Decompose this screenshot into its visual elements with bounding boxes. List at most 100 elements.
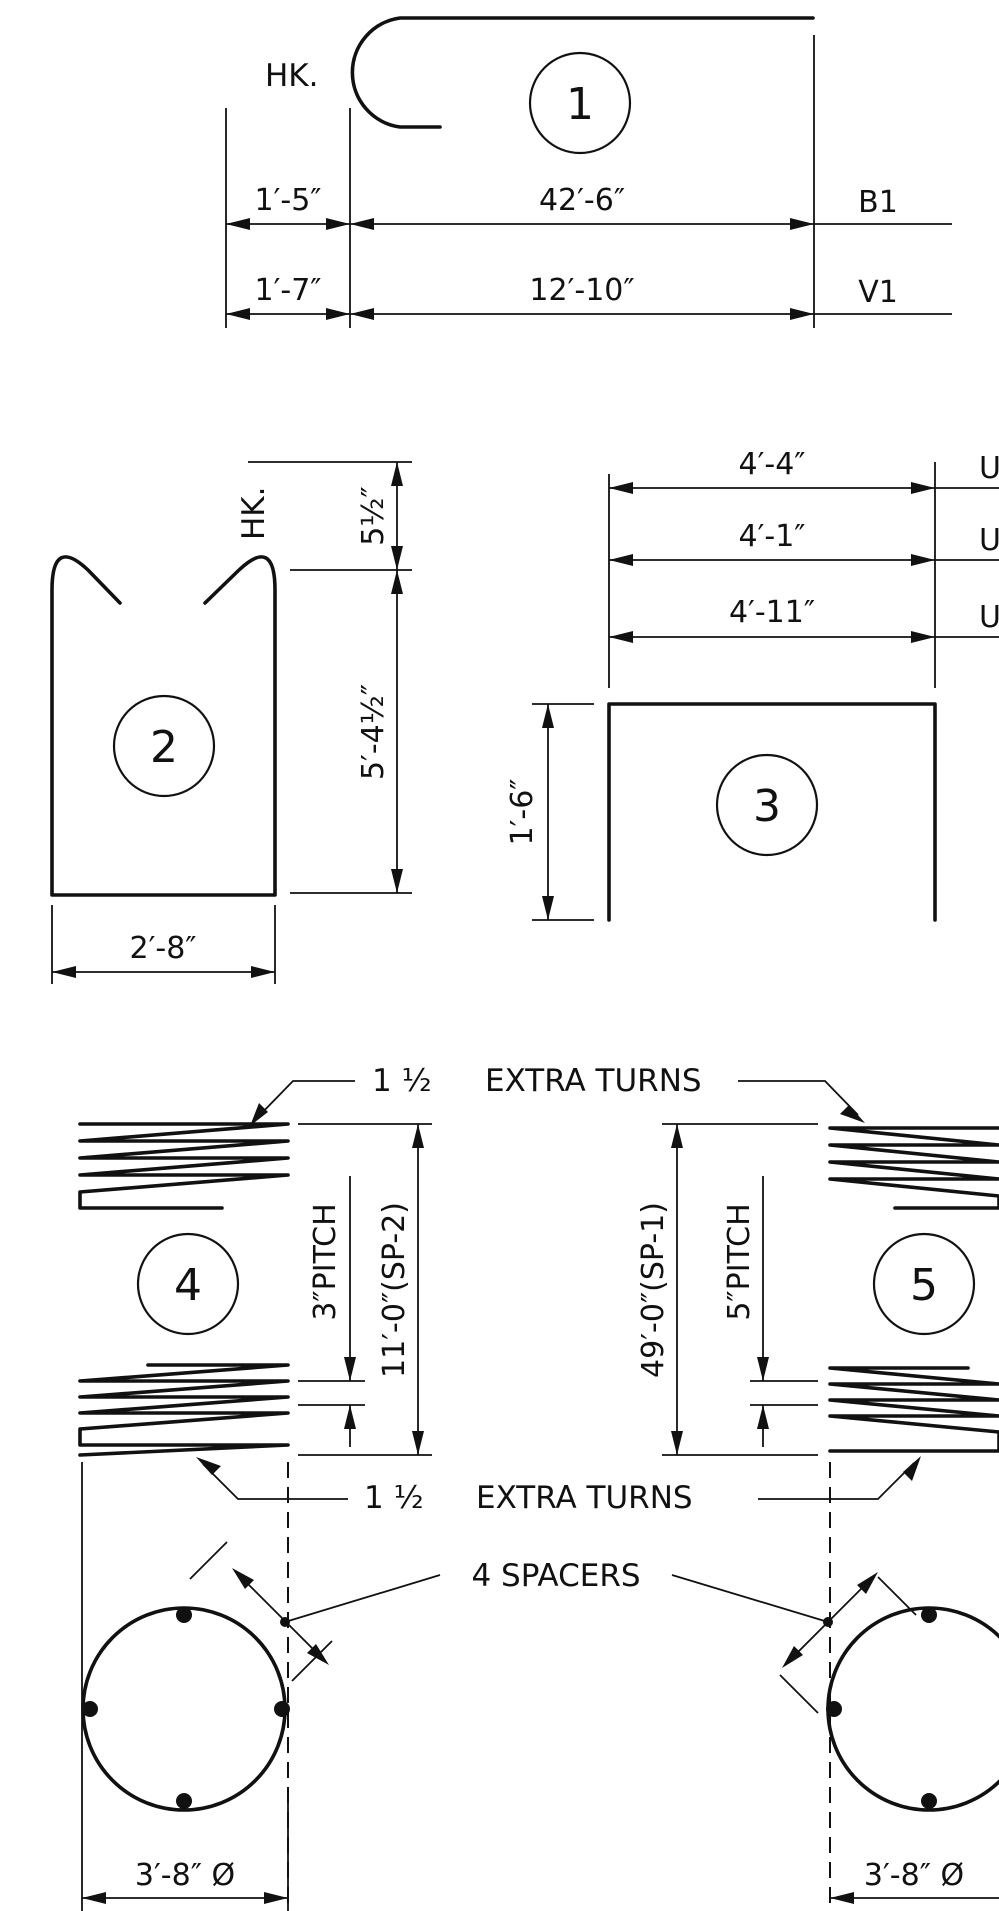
arrow-icon xyxy=(232,1568,254,1589)
bar-1-hook-length-v1: 1′-7″ xyxy=(254,273,321,308)
spiral-4-pitch: 3″PITCH xyxy=(308,1203,343,1320)
arrow-icon xyxy=(911,631,935,643)
arrow-icon xyxy=(857,1572,878,1594)
arrow-icon xyxy=(326,308,350,320)
spiral-5: 5 49′-0″(SP-1) 5″PITCH xyxy=(636,1123,999,1456)
arrow-icon xyxy=(757,1357,769,1381)
spiral-5-section-circle xyxy=(826,1606,999,1812)
arrow-icon xyxy=(757,1405,769,1429)
bar-3-mark-3: U xyxy=(979,600,999,635)
arrow-icon xyxy=(391,570,403,594)
bar-2-hook-height: 5½″ xyxy=(356,486,391,545)
arrow-icon xyxy=(391,462,403,486)
arrow-icon xyxy=(344,1405,356,1429)
bar-2-bubble xyxy=(112,694,216,798)
spacer-dot xyxy=(176,1793,192,1809)
arrow-icon xyxy=(671,1431,683,1455)
arrow-icon xyxy=(251,966,275,978)
arrow-icon xyxy=(911,482,935,494)
bar-2-stirrup xyxy=(50,555,277,897)
spiral-4-bubble-number: 4 xyxy=(174,1260,202,1311)
extra-turns-leader-right-bottom xyxy=(758,1462,915,1500)
bar-1-hook-length-b1: 1′-5″ xyxy=(254,183,321,218)
spacer-dim-ext-2 xyxy=(779,1674,819,1714)
arrow-icon xyxy=(609,631,633,643)
spacer-dot xyxy=(176,1607,192,1623)
spiral-5-section: 3′-8″ Ø xyxy=(779,1572,999,1904)
spiral-4-section: 3′-8″ Ø xyxy=(81,1541,333,1911)
spacers-leader-right xyxy=(671,1574,829,1623)
bar-1-bubble-number: 1 xyxy=(566,79,594,130)
spiral-5-pitch: 5″PITCH xyxy=(722,1203,757,1320)
arrow-icon xyxy=(391,546,403,570)
extra-turns-count-top: 1 ½ xyxy=(372,1063,432,1099)
arrow-icon xyxy=(264,1892,288,1904)
bar-1-hook-label: HK. xyxy=(265,58,319,94)
arrow-icon xyxy=(82,1892,106,1904)
arrow-icon xyxy=(52,966,76,978)
bar-3-mark-1: U xyxy=(979,451,999,486)
spiral-5-bottom-turns xyxy=(828,1366,999,1453)
spacers-label: 4 SPACERS xyxy=(471,1558,640,1594)
spiral-4-diameter: 3′-8″ Ø xyxy=(135,1858,235,1893)
arrow-icon xyxy=(542,896,554,920)
bar-3-width-2: 4′-1″ xyxy=(738,519,805,554)
extra-turns-label-top: EXTRA TURNS xyxy=(485,1063,702,1099)
arrow-icon xyxy=(196,1457,221,1475)
extra-turns-leader-left-top xyxy=(254,1080,355,1121)
bar-1-hooked-bar xyxy=(350,16,815,129)
bar-3-height: 1′-6″ xyxy=(505,778,540,845)
spacer-dim-ext-2 xyxy=(291,1640,333,1682)
bar-3-bubble xyxy=(715,753,819,857)
bar-1-length-b1: 42′-6″ xyxy=(539,183,625,218)
bar-2-detail: 2 HK. 5½″ 5′-4½″ 2′-8″ xyxy=(50,461,412,984)
bar-2-leg-height: 5′-4½″ xyxy=(356,684,391,780)
bar-3-width-3: 4′-11″ xyxy=(729,595,815,630)
spacer-dim-line xyxy=(237,1573,326,1662)
arrow-icon xyxy=(790,218,814,230)
spiral-4: 4 11′-0″(SP-2) 3″PITCH xyxy=(78,1122,432,1457)
spacer-dot xyxy=(274,1701,290,1717)
arrow-icon xyxy=(790,308,814,320)
arrow-icon xyxy=(350,218,374,230)
spiral-4-bubble xyxy=(136,1232,240,1336)
bar-3-width-1: 4′-4″ xyxy=(738,447,805,482)
spiral-4-length: 11′-0″(SP-2) xyxy=(377,1202,412,1378)
arrow-icon xyxy=(250,1103,268,1126)
arrow-icon xyxy=(344,1357,356,1381)
spacer-dim-line xyxy=(786,1577,873,1664)
bar-1-mark-v1: V1 xyxy=(858,275,898,310)
arrow-icon xyxy=(671,1124,683,1148)
arrow-icon xyxy=(840,1105,865,1123)
spacer-dim-ext-1 xyxy=(877,1576,917,1616)
spacer-dot xyxy=(82,1701,98,1717)
arrow-icon xyxy=(326,218,350,230)
spiral-5-bubble-number: 5 xyxy=(910,1260,938,1311)
bar-3-mark-2: U xyxy=(979,523,999,558)
arrow-icon xyxy=(782,1646,803,1668)
bar-1-bubble xyxy=(528,51,632,155)
arrow-icon xyxy=(830,1892,854,1904)
spiral-4-section-circle xyxy=(81,1606,287,1812)
extra-turns-count-bottom: 1 ½ xyxy=(364,1480,424,1516)
spiral-5-bubble xyxy=(872,1232,976,1336)
extra-turns-leader-right-top xyxy=(738,1080,859,1116)
spacer-dot xyxy=(921,1607,937,1623)
spacer-dot xyxy=(826,1701,842,1717)
arrow-icon xyxy=(542,704,554,728)
spiral-5-length: 49′-0″(SP-1) xyxy=(636,1202,671,1378)
bar-2-hook-label: HK. xyxy=(236,487,272,541)
spacer-dot xyxy=(921,1793,937,1809)
bar-1-mark-b1: B1 xyxy=(858,185,898,220)
arrow-icon xyxy=(350,308,374,320)
arrow-icon xyxy=(903,1456,921,1481)
extra-turns-label-bottom: EXTRA TURNS xyxy=(476,1480,693,1516)
bar-2-width: 2′-8″ xyxy=(129,931,196,966)
arrow-icon xyxy=(391,869,403,893)
arrow-icon xyxy=(609,482,633,494)
arrow-icon xyxy=(226,308,250,320)
bar-3-u-bar xyxy=(607,702,937,922)
bar-1-length-v1: 12′-10″ xyxy=(529,273,634,308)
arrow-icon xyxy=(412,1124,424,1148)
